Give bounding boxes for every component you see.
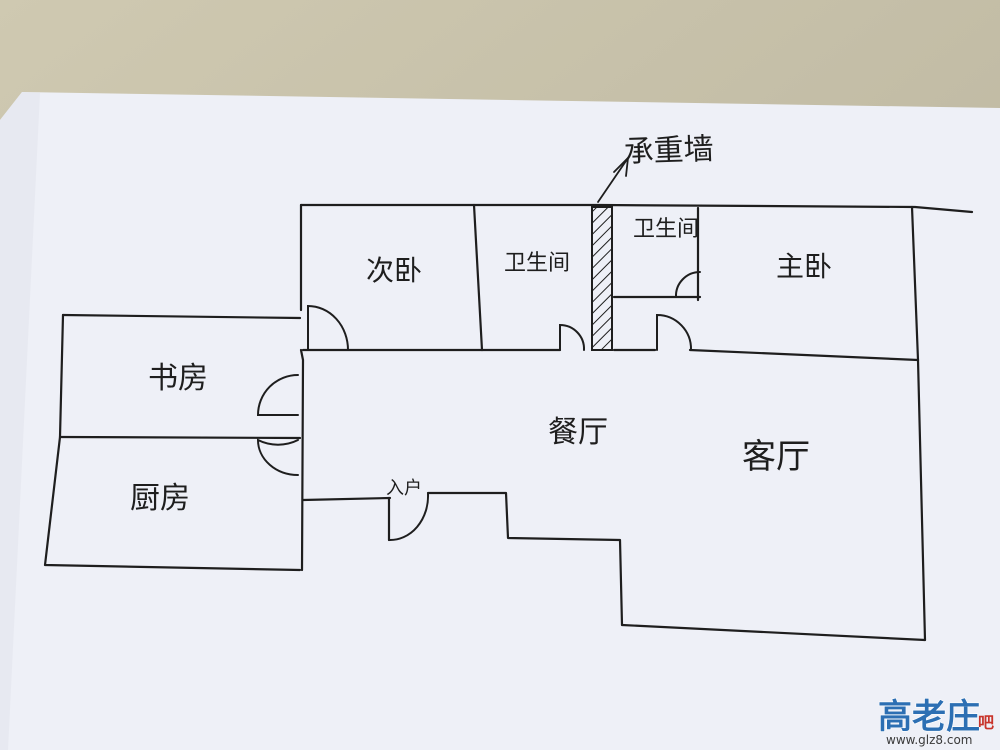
entrance-label: 入户 (386, 478, 422, 499)
load-bearing-wall (591, 206, 613, 351)
study-label: 书房 (148, 361, 208, 396)
watermark-title: 高老庄 (878, 697, 980, 737)
annotation-arrow (597, 155, 630, 203)
load-bearing-wall-label: 承重墙 (623, 132, 714, 170)
paper-sheet (0, 92, 1000, 750)
living-room-label: 客厅 (742, 437, 810, 477)
floor-plan-walls (43, 203, 974, 642)
bathroom-left-label: 卫生间 (504, 251, 570, 276)
bathroom-right-label: 卫生间 (633, 217, 699, 242)
kitchen-label: 厨房 (130, 481, 190, 516)
site-watermark: 高老庄 吧 www.glz8.com (877, 696, 994, 747)
dining-hall-label: 餐厅 (548, 415, 608, 450)
watermark-suffix: 吧 (978, 713, 994, 732)
master-bedroom-label: 主卧 (776, 250, 832, 283)
second-bedroom-label: 次卧 (366, 254, 422, 287)
paper-shadow (0, 92, 40, 750)
door-arcs (256, 270, 701, 542)
watermark-url: www.glz8.com (886, 733, 972, 747)
